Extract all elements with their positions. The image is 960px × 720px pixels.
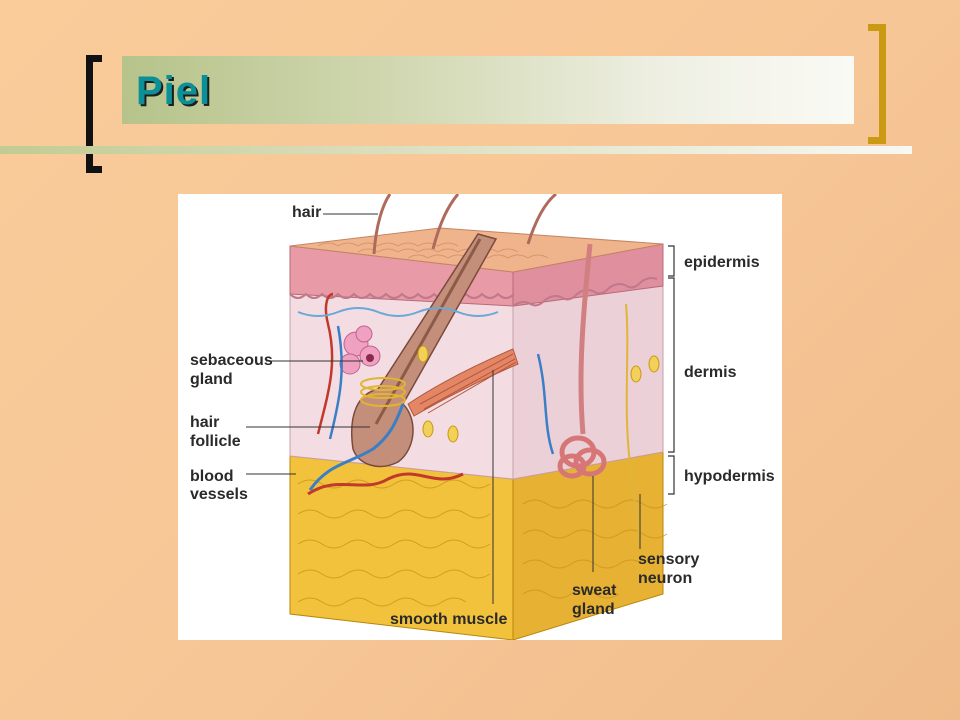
label-sensory-neuron-line2: neuron	[638, 570, 693, 587]
left-bracket-decoration	[86, 55, 102, 173]
smooth-muscle-fibers	[419, 353, 517, 414]
dermal-papillae-front	[289, 292, 515, 299]
blood-vessel-red-1	[307, 472, 464, 496]
label-sebaceous-gland-line2: gland	[190, 371, 233, 388]
sensory-neuron-path	[625, 303, 641, 545]
label-sweat-gland-line1: sweat	[572, 582, 617, 599]
sebaceous-duct	[366, 354, 374, 362]
label-dermis: dermis	[684, 364, 737, 381]
leader-lines	[246, 213, 641, 604]
capillary-network	[297, 307, 499, 317]
title-bar	[122, 56, 854, 124]
hair-shaft-2	[431, 194, 460, 250]
dermis-bracket	[668, 277, 675, 453]
follicle-nerve-wrap	[360, 377, 406, 407]
blood-vessel-blue-3	[536, 353, 555, 455]
label-hypodermis: hypodermis	[684, 468, 775, 485]
blood-vessel-red-2	[316, 292, 334, 435]
label-sebaceous-gland-line1: sebaceous	[190, 352, 273, 369]
layer-brackets	[668, 245, 675, 495]
hair-shaft-3	[526, 194, 557, 245]
hypodermis-bracket	[668, 455, 675, 495]
label-hair-follicle-line1: hair	[190, 414, 220, 431]
label-epidermis: epidermis	[684, 254, 760, 271]
right-bracket-decoration	[868, 24, 886, 144]
hair-follicle-shaft	[374, 238, 482, 425]
nerve-endings	[417, 345, 660, 443]
label-hair-follicle-line2: follicle	[190, 433, 241, 450]
label-blood-vessels-line2: vessels	[190, 486, 248, 503]
slide-title: Piel	[136, 69, 212, 113]
skin-cross-section-figure: hair epidermis sebaceous gland dermis ha…	[178, 194, 782, 640]
skin-diagram-svg	[246, 194, 675, 640]
label-hair: hair	[292, 204, 322, 221]
label-sensory-neuron-line1: sensory	[638, 551, 700, 568]
sweat-gland-duct	[578, 243, 593, 435]
hair-shaft-1	[372, 194, 392, 255]
blood-vessel-blue-1	[308, 403, 405, 491]
title-underline-rule	[0, 146, 912, 154]
fat-cell-pattern	[297, 479, 668, 607]
label-sweat-gland-line2: gland	[572, 601, 615, 618]
label-blood-vessels-line1: blood	[190, 468, 234, 485]
epidermis-bracket	[668, 245, 675, 277]
sweat-gland-coil	[557, 435, 607, 479]
label-smooth-muscle: smooth muscle	[390, 611, 508, 628]
